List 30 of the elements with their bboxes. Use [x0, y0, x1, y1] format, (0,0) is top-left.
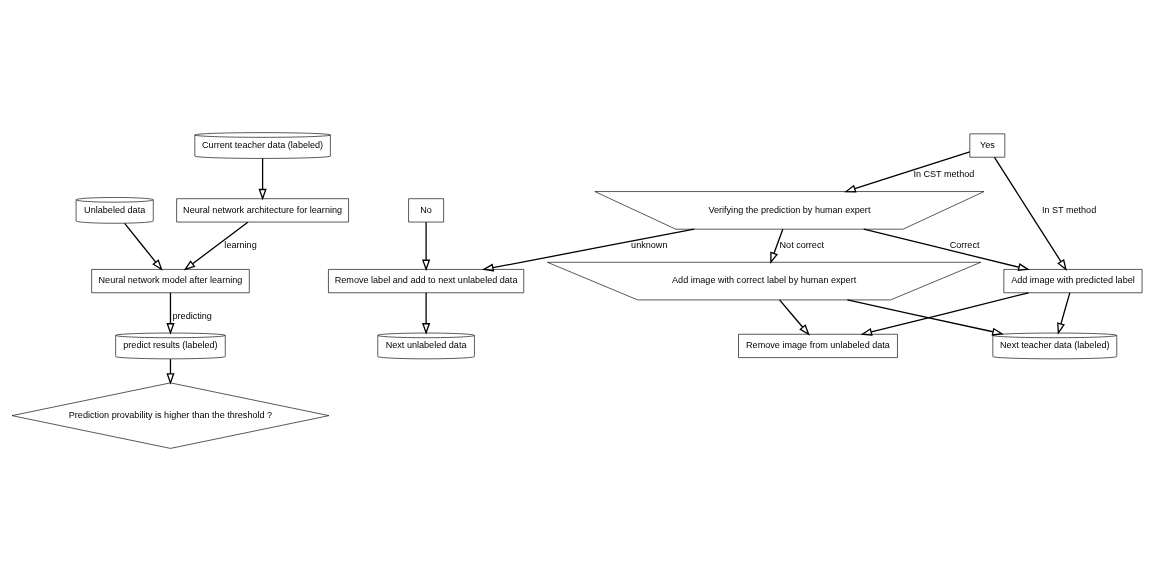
arrow	[183, 221, 249, 271]
node-box: Yes	[969, 133, 1006, 158]
edge-label: unknown	[631, 240, 668, 251]
arrow	[422, 221, 431, 272]
node-box: Remove label and add to next unlabeled data	[328, 269, 525, 294]
node-box: Neural network architecture for learning	[176, 198, 349, 223]
arrow	[258, 157, 267, 201]
edge-label: In ST method	[1041, 204, 1097, 215]
edge-label: Correct	[949, 240, 980, 251]
arrow	[124, 222, 163, 271]
arrow	[166, 292, 175, 335]
node-box: Add image with predicted label	[1003, 269, 1143, 294]
arrow	[993, 156, 1067, 271]
arrow	[778, 299, 810, 336]
arrow	[1057, 292, 1071, 335]
arrow	[860, 292, 1030, 336]
arrow	[844, 151, 971, 193]
node-box: Remove image from unlabeled data	[738, 333, 898, 358]
arrow	[422, 292, 431, 335]
edge-label: learning	[224, 240, 257, 251]
arrow	[863, 228, 1030, 272]
edge-label: In CST method	[913, 169, 975, 180]
node-diamond: Prediction provability is higher than the threshold ?	[11, 382, 330, 449]
node-box: Neural network model after learning	[91, 269, 250, 294]
edge-label: Not correct	[779, 240, 824, 251]
arrow	[846, 299, 1004, 336]
node-box: No	[408, 198, 444, 223]
arrow	[770, 228, 784, 264]
edge-label: predicting	[172, 310, 212, 321]
arrow	[481, 228, 695, 272]
